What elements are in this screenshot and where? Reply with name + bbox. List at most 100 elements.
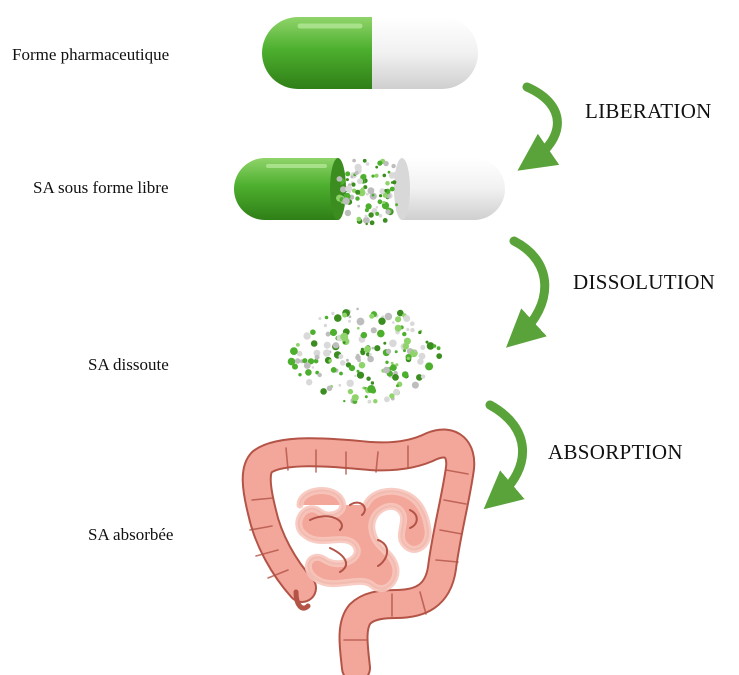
particle	[304, 362, 311, 369]
stage-label-forme-pharmaceutique: Forme pharmaceutique	[12, 45, 169, 65]
particle	[363, 159, 367, 163]
particle	[374, 345, 380, 351]
particle	[395, 350, 398, 353]
particle	[384, 189, 387, 192]
particle	[345, 171, 350, 176]
particle	[372, 347, 375, 350]
particle	[403, 315, 410, 322]
particle	[390, 187, 395, 192]
particle	[391, 164, 395, 168]
particle	[365, 395, 368, 398]
particle	[326, 332, 331, 337]
particle	[320, 388, 327, 395]
particle	[343, 341, 346, 344]
particle	[367, 385, 375, 393]
intestine-icon	[250, 443, 468, 668]
particle	[325, 316, 329, 320]
arrow-absorption-icon	[490, 405, 523, 497]
particle	[436, 353, 442, 359]
particle	[324, 324, 327, 327]
particle	[351, 183, 355, 187]
particle	[379, 194, 382, 197]
particle	[425, 362, 433, 370]
particle	[367, 356, 374, 363]
particle	[348, 389, 353, 394]
particle	[375, 166, 378, 169]
particle	[368, 187, 375, 194]
particle	[376, 206, 379, 209]
particle	[366, 377, 370, 381]
particle	[298, 373, 301, 376]
particle	[346, 178, 349, 181]
particle	[357, 178, 363, 184]
particle	[361, 332, 367, 338]
particle	[406, 328, 409, 331]
particle	[389, 393, 394, 398]
particle	[377, 330, 385, 338]
particle	[312, 366, 314, 368]
particle	[371, 327, 377, 333]
particle	[371, 175, 374, 178]
particle	[426, 341, 429, 344]
particle	[377, 161, 382, 166]
particle	[311, 340, 318, 347]
particle	[318, 373, 322, 377]
particle	[373, 399, 377, 403]
particle	[355, 196, 359, 200]
particle	[340, 360, 346, 366]
particle	[290, 347, 298, 355]
particle	[366, 162, 370, 166]
particle	[324, 342, 331, 349]
particle	[385, 313, 393, 321]
particle	[378, 199, 383, 204]
particle	[402, 371, 409, 378]
particle	[334, 314, 342, 322]
particle	[357, 318, 365, 326]
particle	[410, 328, 414, 332]
particle	[396, 384, 399, 387]
particle	[384, 396, 390, 402]
particle	[395, 363, 398, 366]
particle	[392, 321, 395, 324]
particle	[349, 315, 352, 318]
particle	[392, 180, 396, 184]
arrow-dissolution-icon	[514, 241, 545, 335]
particle	[395, 203, 398, 206]
particle	[386, 349, 391, 354]
particle	[357, 205, 360, 208]
particle	[437, 346, 441, 350]
particle	[365, 208, 369, 212]
particle	[338, 384, 341, 387]
particle	[331, 312, 334, 315]
particle	[342, 313, 347, 318]
particle	[352, 394, 359, 401]
particle	[354, 375, 356, 377]
particle	[368, 400, 372, 404]
particle	[369, 314, 374, 319]
particle	[356, 354, 359, 357]
dissolved-particles-icon	[288, 308, 442, 404]
particle	[410, 321, 415, 326]
particle	[310, 329, 316, 335]
particle	[412, 382, 419, 389]
particle	[383, 218, 388, 223]
particle	[356, 308, 359, 311]
particle	[315, 355, 320, 360]
particle	[296, 343, 300, 347]
particle	[368, 212, 373, 217]
particle	[389, 172, 396, 179]
particle	[343, 400, 345, 402]
particle	[392, 374, 399, 381]
particle	[383, 161, 388, 166]
particle	[331, 367, 337, 373]
particle	[383, 174, 387, 178]
stage-label-sa-forme-libre: SA sous forme libre	[33, 178, 169, 198]
particle	[379, 214, 383, 218]
particle	[403, 349, 406, 352]
particle	[421, 374, 425, 378]
particle	[363, 217, 370, 224]
particle	[418, 331, 421, 334]
particle	[350, 175, 353, 178]
particle	[333, 342, 339, 348]
particle	[383, 367, 390, 374]
